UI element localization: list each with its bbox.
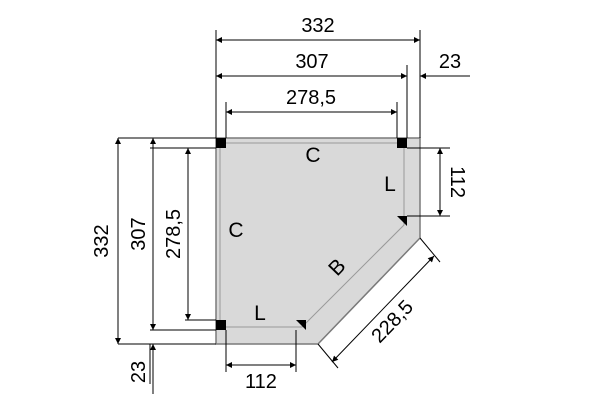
dim-text-left-23: 23 xyxy=(128,361,150,383)
dim-text-diag-2285: 228,5 xyxy=(367,296,418,347)
dimension-lines xyxy=(115,37,470,394)
dim-text-top-2785: 278,5 xyxy=(286,87,336,109)
dim-text-top-332: 332 xyxy=(301,15,334,37)
label-bottom-corner: L xyxy=(254,302,266,325)
post-right-corner xyxy=(397,216,407,226)
dim-text-top-23: 23 xyxy=(439,51,461,73)
post-top-right xyxy=(397,138,407,148)
post-top-left xyxy=(216,138,226,148)
dim-text-right-112: 112 xyxy=(446,166,468,198)
dim-text-left-332: 332 xyxy=(91,224,113,257)
label-left-side: C xyxy=(228,219,243,242)
dim-text-bottom-112: 112 xyxy=(245,371,277,393)
label-top-side: C xyxy=(305,144,320,167)
dim-line-diag-2285 xyxy=(331,255,435,363)
dim-text-left-2785: 278,5 xyxy=(163,209,185,259)
label-right-corner: L xyxy=(384,173,396,196)
dim-text-left-307: 307 xyxy=(128,217,150,250)
post-bottom-left xyxy=(216,320,226,330)
post-bottom-corner xyxy=(296,320,306,330)
dim-text-top-307: 307 xyxy=(295,51,328,73)
